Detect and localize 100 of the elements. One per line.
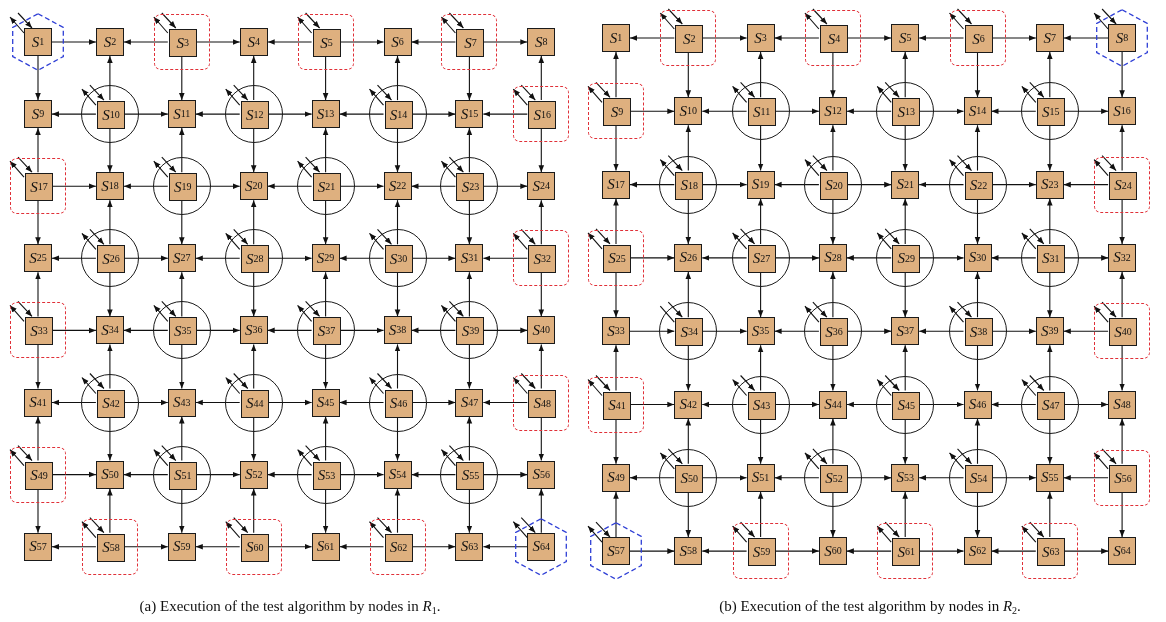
arrow [482,327,528,334]
arrow [685,491,692,538]
arrow [107,271,113,317]
arrow [902,198,908,245]
arrow [948,452,965,470]
arrow [322,55,329,101]
arrow [512,88,528,106]
arrow [1063,181,1109,188]
arrow [35,55,41,101]
arrow [974,417,981,465]
arrow [267,183,313,189]
arrow [1047,124,1053,172]
arrow [195,327,241,334]
arrow [1021,525,1037,543]
caption: (a) Execution of the test algorithm by nodes in R$_{1}$. [138,598,442,615]
arrow [667,301,683,318]
arrow [613,124,619,172]
arrow [233,372,249,390]
arrow [918,35,965,41]
arrow [195,255,241,262]
arrow [9,16,25,34]
arrow [846,475,892,481]
arrow [595,228,611,245]
arrow [51,327,97,334]
arrow [233,517,249,534]
arrow [339,183,385,189]
arrow [956,448,973,465]
arrow [804,305,820,323]
arrow [440,160,456,178]
arrow [179,271,185,317]
arrow [629,35,675,41]
arrow [974,198,981,245]
arrow [1029,81,1045,98]
arrow [974,51,981,98]
arrow [812,301,828,318]
arrow [918,255,965,261]
arrow [587,85,603,103]
arrow [1021,232,1037,250]
arrow [774,401,820,408]
arrow [51,111,97,117]
arrow [482,255,528,262]
arrow [267,111,313,117]
arrow [512,232,528,250]
arrow [195,183,241,189]
arrow [587,525,603,543]
arrow [774,475,820,481]
arrow [153,160,169,178]
dashed-box [732,523,789,580]
arrow [466,415,473,462]
arrow [376,84,393,101]
arrow [884,374,900,392]
arrow [89,517,105,534]
dashed-hexagon [590,522,642,581]
arrow [267,255,313,262]
arrow [1063,255,1109,261]
arrow [466,488,473,534]
arrow [595,81,611,98]
arrow [520,517,536,534]
arrow [466,127,473,173]
arrow [1119,491,1125,538]
arrow [1047,271,1053,318]
arrow [902,491,908,538]
arrow [902,344,908,392]
arrow [830,124,836,172]
arrow [448,12,464,29]
arrow [410,183,456,189]
arrow [846,108,892,115]
dashed-box [588,229,644,286]
arrow [410,39,456,45]
arrow [195,471,241,478]
arrow [757,198,764,245]
arrow [918,401,965,408]
arrow [376,372,393,390]
arrow [974,491,981,538]
arrow [956,155,973,172]
arrow [448,445,464,462]
arrow [440,16,456,34]
arrow [1063,328,1109,334]
arrow [587,378,603,397]
arrow [918,475,965,481]
arrow [512,521,528,539]
arrow [685,51,692,98]
arrow [195,39,241,45]
arrow [394,55,401,101]
arrow [179,127,185,173]
arrow [225,376,241,395]
arrow [250,271,257,317]
dashed-box [660,10,717,66]
arrow [918,328,965,334]
arrow [368,376,385,395]
arrow [613,198,619,245]
arrow [394,127,401,173]
arrow [701,401,748,408]
arrow [89,372,105,390]
arrow [876,378,892,397]
arrow [267,327,313,334]
arrow [17,12,33,29]
dashed-box [369,518,426,575]
arrow [35,199,41,245]
arrow [1119,344,1125,392]
